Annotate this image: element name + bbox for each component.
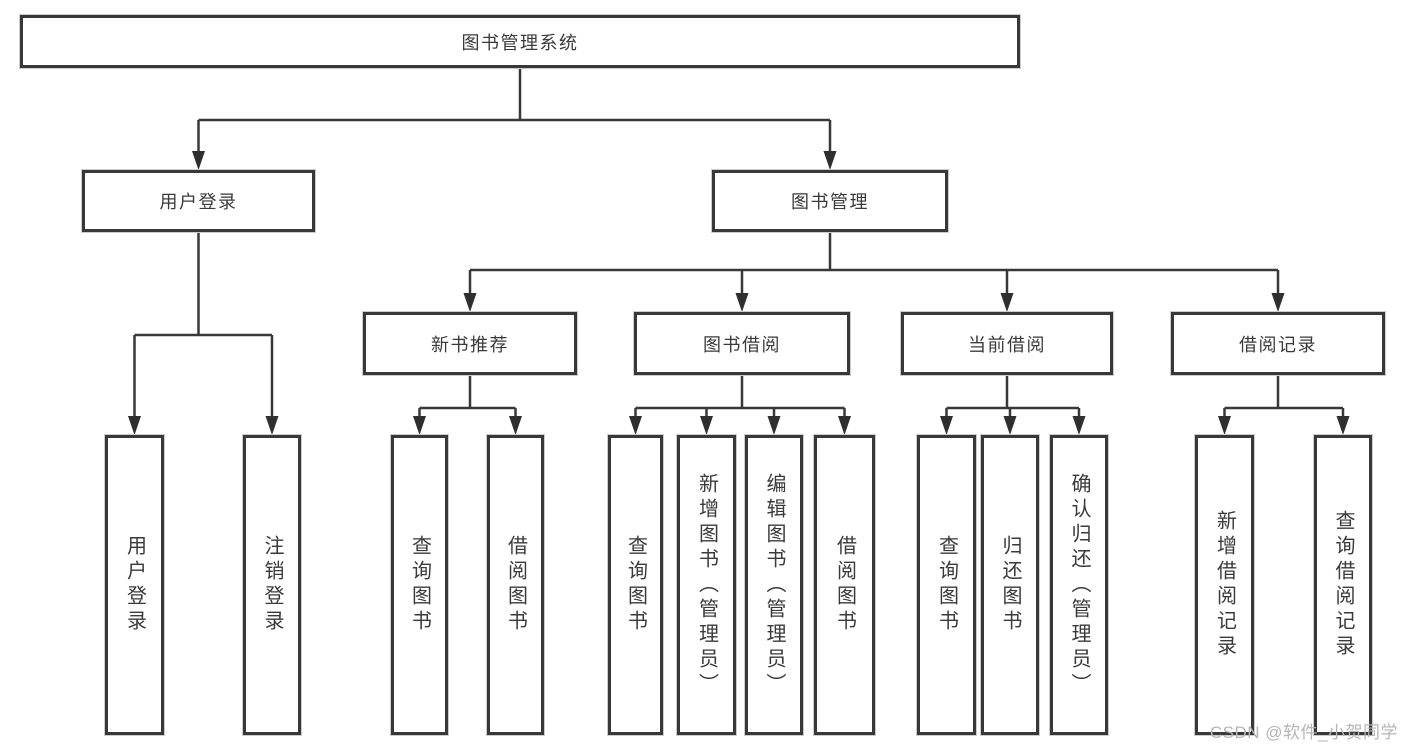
leaf-add-books-admin: 新增图书（管理员） (677, 435, 736, 735)
leaf-edit-books-admin: 编辑图书（管理员） (745, 435, 803, 735)
node-label: 图书管理 (791, 192, 869, 212)
leaf-borrow-books: 借阅图书 (814, 435, 875, 735)
leaf-label: 新增图书（管理员） (695, 472, 718, 698)
node-label: 新书推荐 (431, 334, 509, 355)
node-book-borrow: 图书借阅 (634, 312, 850, 375)
leaf-user-login: 用户登录 (105, 435, 164, 735)
leaf-label: 查询图书 (408, 535, 431, 635)
leaf-label: 归还图书 (999, 535, 1021, 635)
leaf-label: 借阅图书 (833, 535, 856, 635)
node-library-system: 图书管理系统 (20, 15, 1020, 68)
node-label: 借阅记录 (1239, 334, 1317, 355)
node-book-management: 图书管理 (712, 170, 948, 232)
leaf-return-books: 归还图书 (981, 435, 1039, 735)
leaf-add-borrow-record: 新增借阅记录 (1195, 435, 1254, 735)
node-borrow-records: 借阅记录 (1171, 312, 1385, 375)
node-new-book-recommend: 新书推荐 (363, 312, 577, 375)
node-label: 用户登录 (159, 192, 238, 212)
node-current-borrow: 当前借阅 (901, 312, 1113, 375)
leaf-borrow-books-recommend: 借阅图书 (487, 435, 544, 735)
leaf-label: 新增借阅记录 (1213, 510, 1236, 660)
leaf-label: 用户登录 (123, 535, 146, 635)
leaf-label: 查询图书 (935, 535, 958, 635)
leaf-label: 查询借阅记录 (1332, 510, 1354, 660)
leaf-label: 确认归还（管理员） (1068, 472, 1090, 698)
leaf-query-borrow-record: 查询借阅记录 (1314, 435, 1372, 735)
node-label: 图书借阅 (703, 334, 781, 355)
leaf-label: 借阅图书 (504, 535, 527, 635)
leaf-query-books-borrow: 查询图书 (608, 435, 663, 735)
leaf-confirm-return-admin: 确认归还（管理员） (1050, 435, 1108, 735)
leaf-label: 编辑图书（管理员） (763, 472, 785, 698)
node-label: 当前借阅 (968, 334, 1046, 355)
node-user-login: 用户登录 (82, 170, 315, 232)
leaf-query-books-current: 查询图书 (917, 435, 976, 735)
leaf-query-books-recommend: 查询图书 (391, 435, 448, 735)
leaf-label: 注销登录 (261, 535, 283, 635)
leaf-logout: 注销登录 (243, 435, 301, 735)
csdn-watermark: CSDN @软件_小贺同学 (1209, 723, 1398, 742)
node-label: 图书管理系统 (461, 32, 579, 53)
leaf-label: 查询图书 (624, 535, 647, 635)
